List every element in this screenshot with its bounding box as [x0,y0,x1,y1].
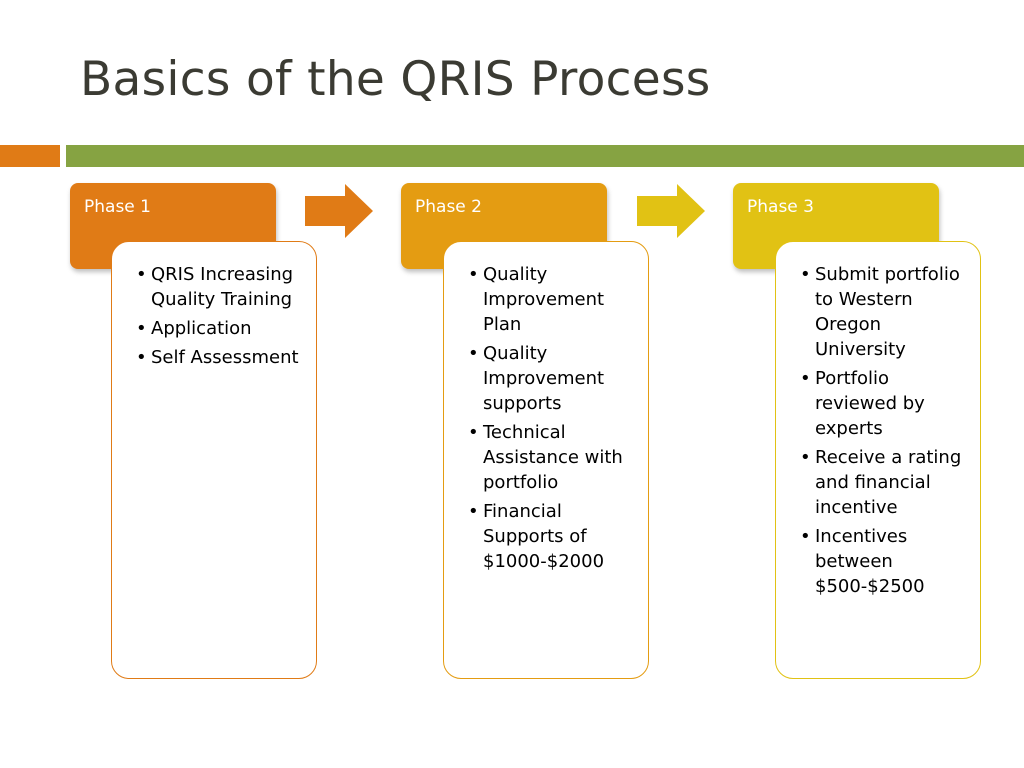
phase-1-list: •QRIS Increasing Quality Training •Appli… [136,262,308,370]
accent-bar-orange [0,145,60,167]
list-item: •Quality Improvement supports [468,343,605,414]
phase-2-card: •Quality Improvement Plan •Quality Impro… [443,241,649,679]
list-item: •Technical Assistance with portfolio [468,422,623,493]
phase-2-label: Phase 2 [415,197,482,217]
list-item: •Receive a rating and financial incentiv… [800,447,962,518]
list-item: •Quality Improvement Plan [468,264,605,335]
arrow-right-icon [305,184,373,238]
slide-title: Basics of the QRIS Process [80,52,711,107]
list-item: •QRIS Increasing Quality Training [136,264,294,310]
list-item: •Application [136,318,252,339]
phase-2-list: •Quality Improvement Plan •Quality Impro… [468,262,640,574]
list-item: •Financial Supports of $1000-$2000 [468,501,605,572]
phase-1-card: •QRIS Increasing Quality Training •Appli… [111,241,317,679]
list-item: •Self Assessment [136,347,299,368]
phase-3-label: Phase 3 [747,197,814,217]
list-item: •Portfolio reviewed by experts [800,368,925,439]
phase-3-list: •Submit portfolio to Western Oregon Univ… [800,262,972,599]
phase-1-label: Phase 1 [84,197,151,217]
arrow-right-icon [637,184,705,238]
list-item: •Submit portfolio to Western Oregon Univ… [800,264,960,360]
list-item: •Incentives between $500-$2500 [800,526,925,597]
phase-3-card: •Submit portfolio to Western Oregon Univ… [775,241,981,679]
accent-bar-green [66,145,1024,167]
